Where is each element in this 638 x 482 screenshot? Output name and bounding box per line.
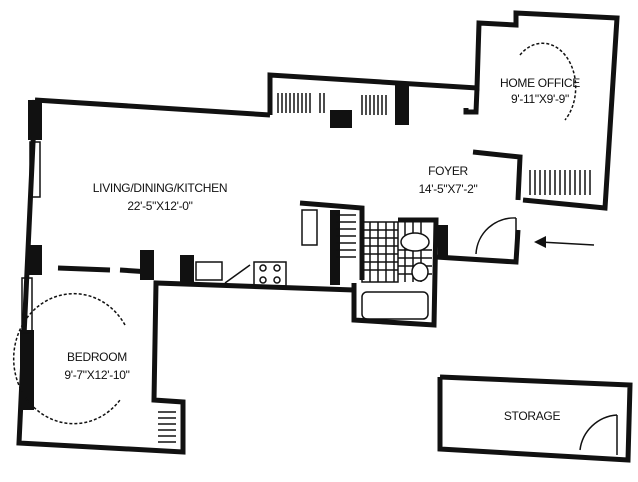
foyer-name: FOYER [428,164,468,178]
windows [21,141,41,334]
foyer-size: 14'-5"X7'-2" [419,182,478,196]
radiators [158,93,591,443]
kitchen-fixtures [195,209,318,287]
bedroom-name: BEDROOM [67,350,127,364]
storage-name: STORAGE [504,409,561,423]
bathroom-fixtures [361,221,432,320]
wall-columns [20,85,448,410]
entry-arrow-icon [534,236,595,248]
office-name: HOME OFFICE [500,76,580,90]
bedroom-size: 9'-7"X12'-10" [64,368,129,382]
door-swings [12,42,618,455]
office-size: 9'-11"X9'-9" [511,92,569,106]
walls [16,10,633,463]
living-room-size: 22'-5"X12'-0" [127,199,192,213]
living-room-name: LIVING/DINING/KITCHEN [93,181,227,195]
